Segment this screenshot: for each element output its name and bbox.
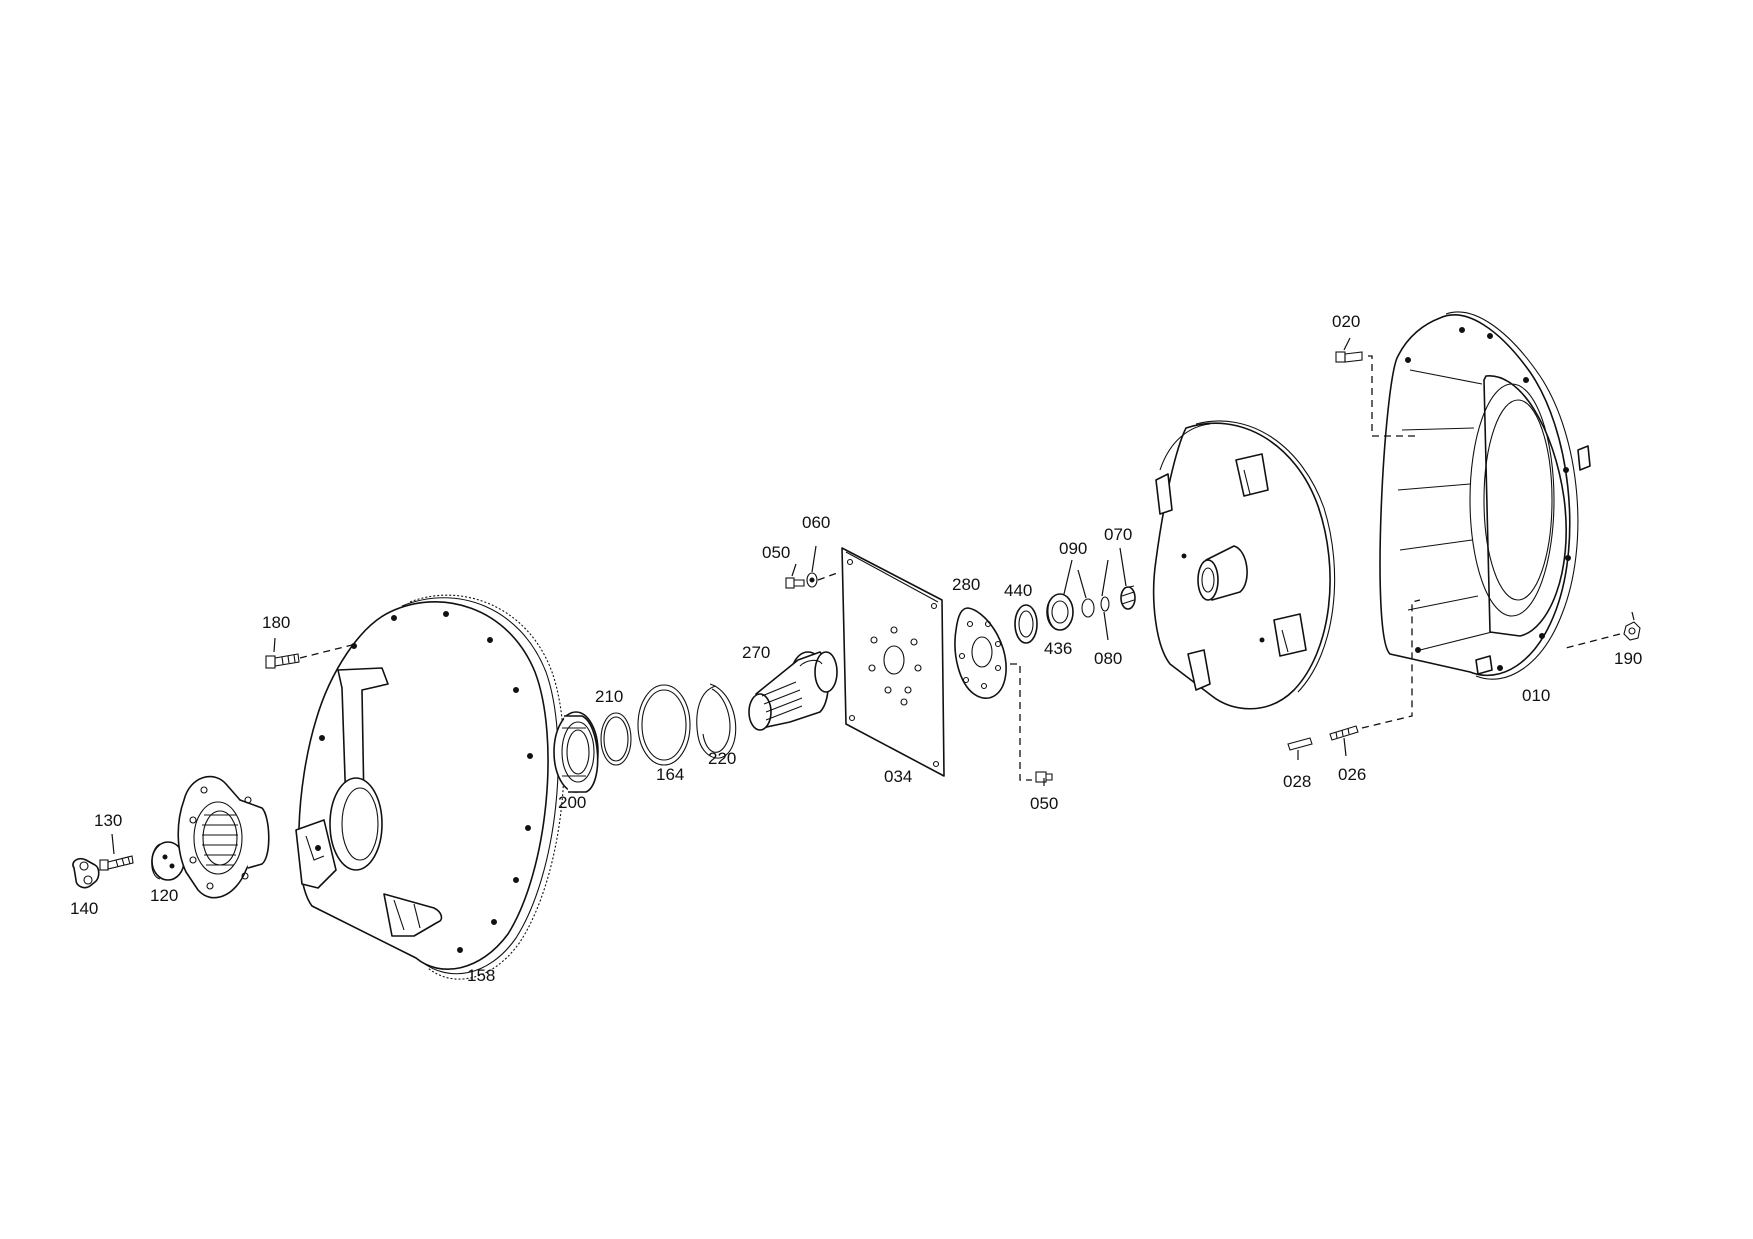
callout-220: 220	[708, 749, 736, 768]
part-026-stud	[1329, 599, 1421, 741]
callout-200: 200	[558, 793, 586, 812]
callout-140: 140	[70, 899, 98, 918]
part-280-disc	[954, 607, 1032, 781]
callout-210: 210	[595, 687, 623, 706]
part-190-nut	[1565, 621, 1641, 649]
disc-assembly	[1152, 420, 1336, 710]
part-034-plate	[841, 547, 945, 777]
part-140-lock-plate	[72, 857, 100, 889]
callout-026: 026	[1338, 765, 1366, 784]
part-436-seal	[1046, 593, 1074, 631]
callout-080: 080	[1094, 649, 1122, 668]
callout-270: 270	[742, 643, 770, 662]
callout-020: 020	[1332, 312, 1360, 331]
callout-180: 180	[262, 613, 290, 632]
callout-130: 130	[94, 811, 122, 830]
callout-070: 070	[1104, 525, 1132, 544]
part-130-bolt	[99, 855, 134, 871]
part-080-oring	[1100, 596, 1110, 612]
part-028-stud	[1287, 737, 1313, 751]
part-210-ring	[600, 712, 632, 766]
part-050-bolt-lower	[1035, 771, 1053, 783]
callout-050-lower: 050	[1030, 794, 1058, 813]
callout-436: 436	[1044, 639, 1072, 658]
part-070-bushing	[1120, 585, 1136, 610]
callout-120: 120	[150, 886, 178, 905]
leader-lines	[111, 337, 1635, 855]
part-060-washer	[806, 571, 841, 588]
part-158-housing	[295, 594, 565, 980]
part-180-bolt	[265, 643, 357, 669]
callout-labels: 010 020 026 028 034 050 050 060 070 080 …	[70, 312, 1642, 985]
callout-158: 158	[467, 966, 495, 985]
callout-090: 090	[1059, 539, 1087, 558]
callout-028: 028	[1283, 772, 1311, 791]
part-090-oring	[1081, 598, 1095, 618]
callout-034: 034	[884, 767, 912, 786]
flange-part	[177, 775, 270, 899]
callout-050-top: 050	[762, 543, 790, 562]
callout-190: 190	[1614, 649, 1642, 668]
part-164-ring	[637, 684, 691, 766]
part-440-ring	[1014, 604, 1038, 644]
callout-164: 164	[656, 765, 684, 784]
callout-440: 440	[1004, 581, 1032, 600]
callout-060: 060	[802, 513, 830, 532]
part-270-hub	[748, 651, 838, 731]
part-020-bolt	[1335, 351, 1420, 437]
callout-280: 280	[952, 575, 980, 594]
part-200-bearing	[553, 711, 599, 793]
part-220-circlip	[696, 683, 737, 759]
part-050-bolt-top	[785, 577, 805, 589]
callout-010: 010	[1522, 686, 1550, 705]
part-120-cap	[151, 841, 185, 881]
part-010-bell-housing	[1379, 311, 1591, 680]
